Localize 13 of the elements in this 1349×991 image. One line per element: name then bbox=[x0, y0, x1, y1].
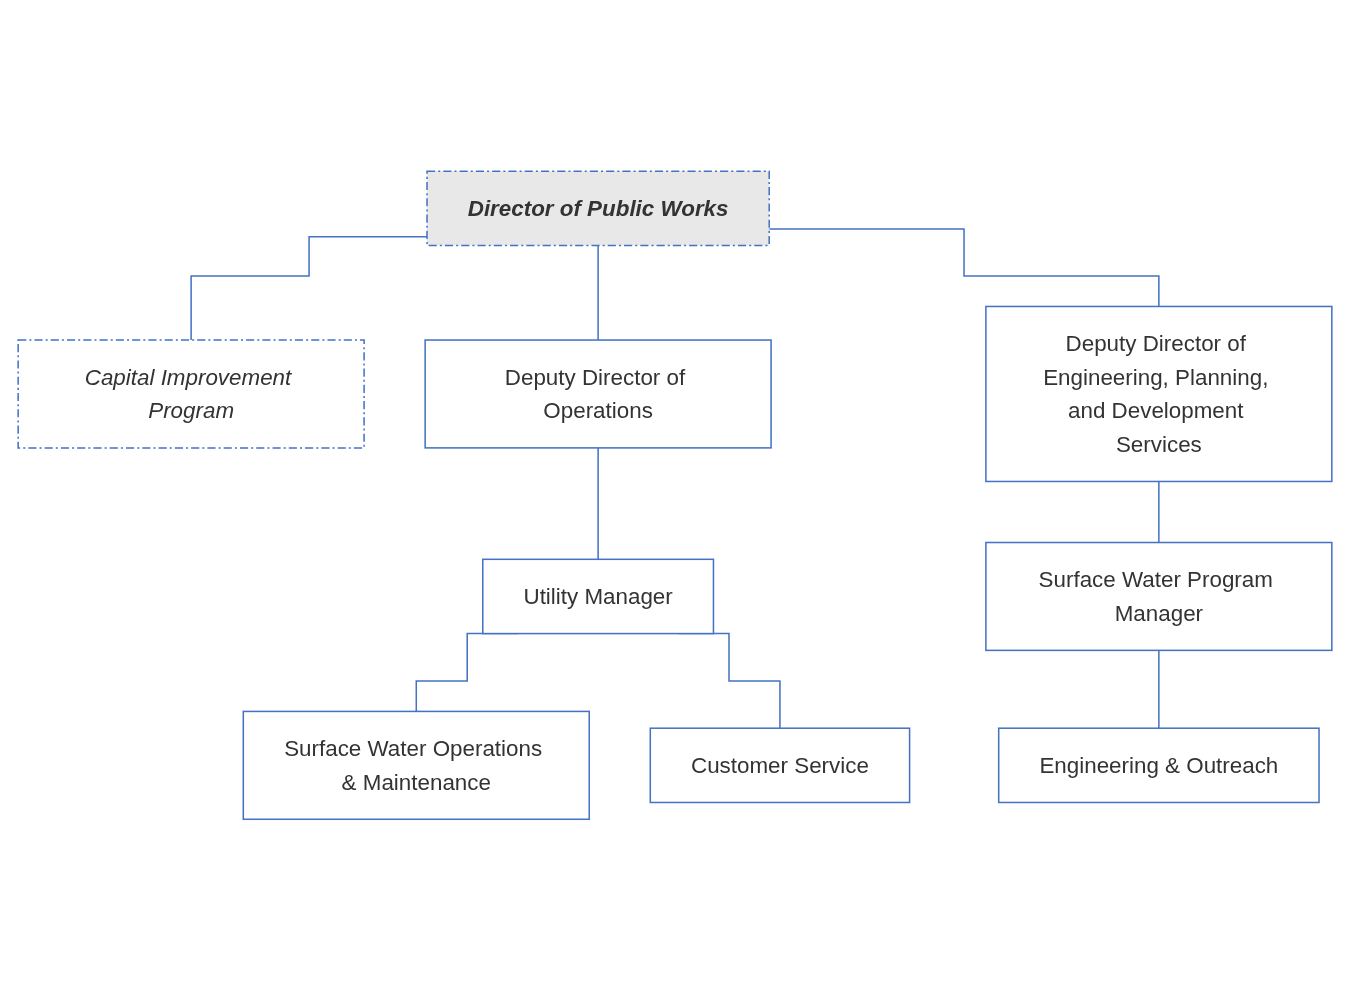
connector bbox=[596, 244, 599, 342]
connector bbox=[1157, 481, 1160, 544]
node-box: Engineering & Outreach bbox=[997, 727, 1320, 804]
node-box: Capital Improvement Program bbox=[16, 339, 365, 449]
node-box: Deputy Director of Engineering, Planning, and Development Services bbox=[984, 306, 1333, 483]
node-box: Utility Manager bbox=[481, 558, 714, 635]
node-box: Surface Water Program Manager bbox=[984, 542, 1333, 652]
connector bbox=[596, 447, 599, 561]
node-box: Deputy Director of Operations bbox=[423, 339, 772, 449]
node-box: Director of Public Works bbox=[425, 170, 770, 247]
node-box: Surface Water Operations & Maintenance bbox=[242, 710, 590, 821]
connector bbox=[1157, 649, 1160, 730]
node-box: Customer Service bbox=[649, 727, 910, 804]
